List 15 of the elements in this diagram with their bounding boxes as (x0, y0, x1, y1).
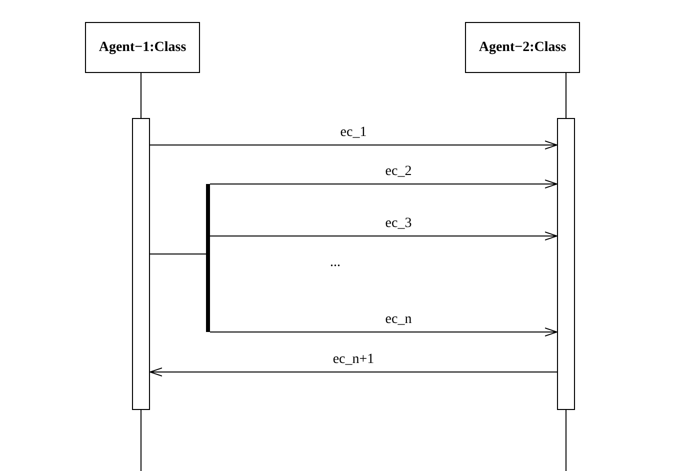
lifeline (140, 410, 142, 471)
continuation-dots: ... (330, 256, 340, 270)
message-arrow (210, 328, 558, 336)
activation-bar (557, 118, 575, 410)
lifeline-header-box (85, 22, 200, 73)
lifeline-header-box (465, 22, 580, 73)
message-arrow (150, 140, 558, 150)
agent-name: Agent−2:Class (478, 40, 566, 56)
activation-bar (132, 118, 150, 410)
message-arrow (210, 232, 558, 240)
lifeline (140, 72, 142, 118)
message-arrow (150, 368, 558, 376)
fork-bar (206, 184, 210, 332)
agent-name: Agent−1:Class (98, 40, 186, 56)
message-arrow (210, 180, 558, 188)
